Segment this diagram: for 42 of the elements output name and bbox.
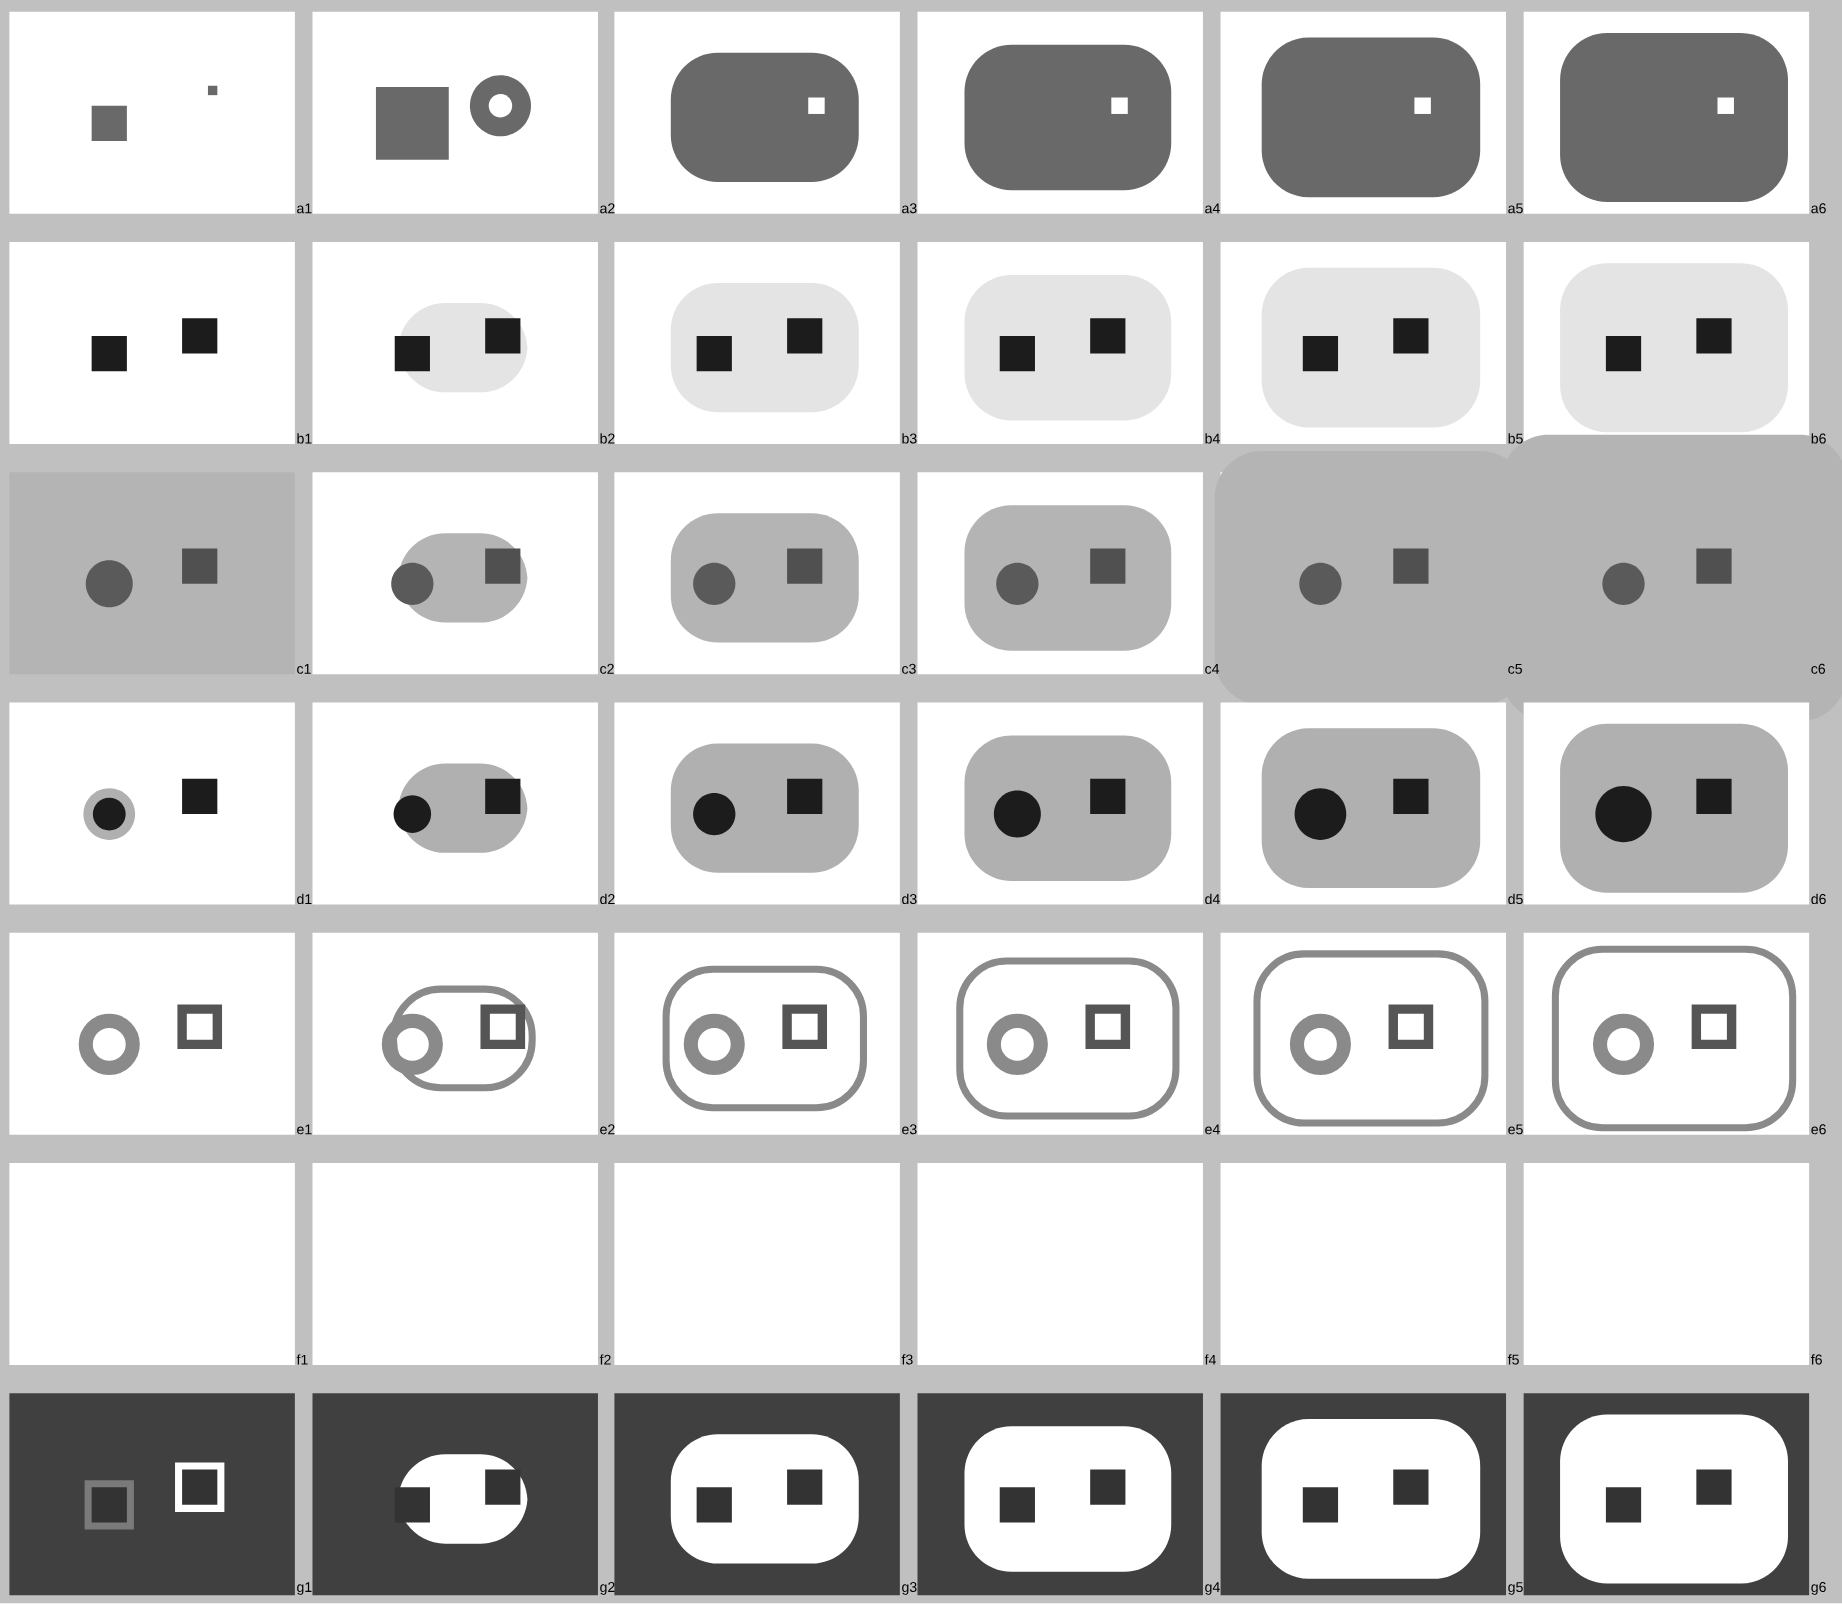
panel-label: g3	[902, 1582, 917, 1596]
panel-label: e5	[1508, 1124, 1523, 1135]
panel-label: b1	[297, 433, 312, 444]
panel-label: g2	[600, 1582, 615, 1596]
panel-label: a5	[1508, 203, 1523, 214]
panel-label: b6	[1811, 433, 1826, 444]
panel-label: e2	[600, 1124, 615, 1135]
panel-label: e6	[1811, 1124, 1826, 1135]
panel-label: a3	[902, 203, 917, 214]
panel-label: c6	[1811, 664, 1826, 675]
panel-label: b2	[600, 433, 615, 444]
panel-label: a4	[1205, 203, 1220, 214]
panel-label: g5	[1508, 1582, 1523, 1596]
panel-label: d6	[1811, 893, 1826, 905]
panel-label: b3	[902, 433, 917, 444]
panel-label: f4	[1204, 1354, 1216, 1365]
panel-label: e1	[297, 1124, 312, 1135]
panel-label: a2	[600, 203, 615, 214]
panel-label: d5	[1508, 893, 1523, 905]
panel-label: d3	[902, 893, 917, 905]
panel-label: c1	[297, 664, 311, 675]
panel-label: c4	[1205, 664, 1220, 675]
panel-label: b5	[1508, 433, 1523, 444]
panel-label: g1	[297, 1582, 312, 1596]
panel-label: e3	[902, 1124, 917, 1135]
panel-label: d1	[297, 893, 312, 905]
panel-label: g6	[1811, 1582, 1826, 1596]
panel-label: g4	[1205, 1582, 1220, 1596]
panel-label: d4	[1205, 893, 1220, 905]
panel-label: f6	[1810, 1354, 1822, 1365]
panel-label: f5	[1507, 1354, 1519, 1365]
panel-label: c2	[600, 664, 614, 675]
panel-label: c5	[1508, 664, 1522, 675]
panel-label: f3	[901, 1354, 913, 1365]
panel-label: f1	[296, 1354, 308, 1365]
panel-label: b4	[1205, 433, 1220, 444]
panel-label: c3	[902, 664, 916, 675]
panel-label: a6	[1811, 203, 1826, 214]
panel-label: a1	[297, 203, 312, 214]
panel-label: e4	[1205, 1124, 1220, 1135]
panel-label: f2	[599, 1354, 611, 1365]
panel-label: d2	[600, 893, 615, 905]
